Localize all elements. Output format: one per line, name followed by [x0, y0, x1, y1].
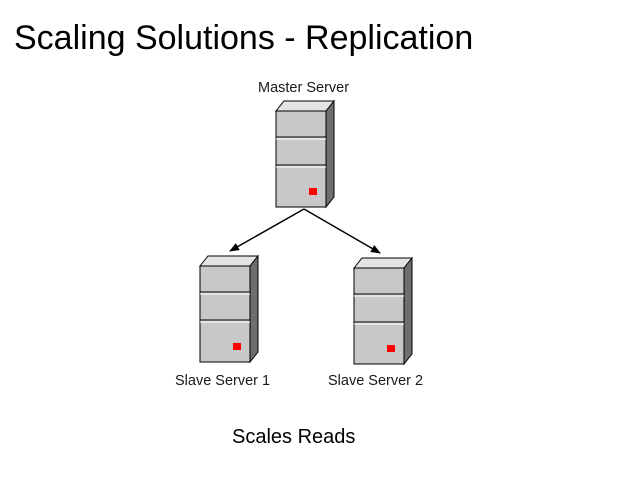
slave-1-status-light	[233, 343, 241, 350]
slave-server-2-icon	[352, 256, 414, 366]
slave-server-2-label: Slave Server 2	[328, 373, 424, 389]
master-server-label: Master Server	[258, 80, 350, 96]
slave-2-status-light	[387, 345, 395, 352]
master-status-light	[309, 188, 317, 195]
slave-server-1-label: Slave Server 1	[175, 373, 271, 389]
arrow-to-slave-1	[229, 208, 305, 252]
slave-server-1-icon	[198, 254, 260, 364]
master-server-icon	[274, 99, 336, 209]
slide-caption: Scales Reads	[232, 426, 356, 448]
slide-title: Scaling Solutions - Replication	[14, 19, 474, 57]
arrow-to-slave-2	[303, 208, 381, 254]
